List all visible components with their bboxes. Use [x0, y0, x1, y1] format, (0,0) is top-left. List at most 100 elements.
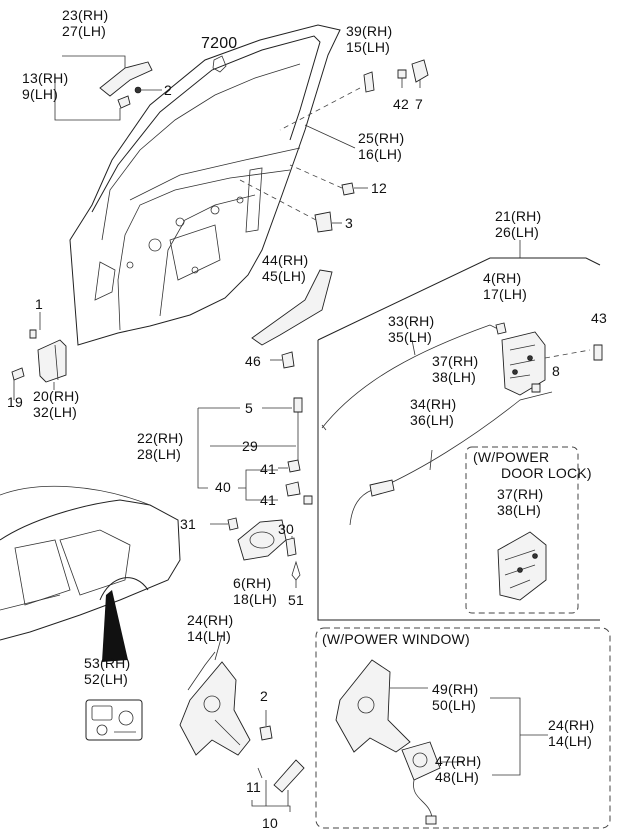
- callout-53: 53(RH): [84, 655, 131, 671]
- manual-regulator: [179, 651, 251, 756]
- callout-5: 5: [245, 400, 253, 416]
- callout-27: 27(LH): [62, 23, 106, 39]
- clip-40: [303, 495, 313, 505]
- callout-34: 34(RH): [410, 396, 457, 412]
- callout-6: 6(RH): [233, 575, 272, 591]
- cable-36: [369, 479, 395, 497]
- callout-19: 19: [7, 394, 23, 410]
- window-motor: [401, 741, 441, 825]
- callout-25: 25(RH): [358, 130, 405, 146]
- callout-45: 45(LH): [262, 268, 306, 284]
- callout-9: 9(LH): [22, 86, 59, 102]
- callout-51: 51: [288, 592, 304, 608]
- callout-12: 12: [371, 180, 387, 196]
- callout-2b: 2: [260, 688, 268, 704]
- power-door-lock-line1: (W/POWER: [473, 449, 550, 465]
- clip-8: [531, 383, 541, 393]
- callout-18: 18(LH): [233, 591, 277, 607]
- bracket-44: [251, 269, 333, 346]
- pointer-to-door: [102, 590, 128, 662]
- callout-group-39-15: 39(RH) 15(LH): [346, 23, 392, 55]
- clip-41a: [287, 459, 301, 473]
- callout-group-4-17: 4(RH) 17(LH): [483, 270, 527, 302]
- callout-group-37-38-b: 37(RH) 38(LH): [497, 486, 543, 518]
- clip-3: [314, 211, 333, 233]
- callout-group-24-14-a: 24(RH) 14(LH): [187, 612, 233, 644]
- clip-41b: [285, 481, 301, 497]
- outside-handle: [99, 61, 153, 109]
- callout-41a: 41: [260, 461, 276, 477]
- callout-46: 46: [245, 353, 261, 369]
- latch-actuator: [501, 331, 546, 396]
- callout-28: 28(LH): [137, 446, 181, 462]
- screw-42: [397, 69, 407, 79]
- callout-14b: 14(LH): [548, 733, 592, 749]
- lock-rod-clip: [363, 71, 375, 93]
- screw-30: [285, 537, 297, 557]
- callout-36: 36(LH): [410, 412, 454, 428]
- callout-17: 17(LH): [483, 286, 527, 302]
- callout-40: 40: [215, 479, 231, 495]
- callout-group-47-48: 47(RH) 48(LH): [435, 753, 481, 785]
- callout-group-33-35: 33(RH) 35(LH): [388, 313, 434, 345]
- callout-38a: 38(LH): [432, 369, 476, 385]
- door-shell: [69, 24, 341, 346]
- callout-20: 20(RH): [33, 388, 80, 404]
- callout-15: 15(LH): [346, 39, 390, 55]
- cylinder-7: [411, 59, 429, 83]
- callout-22: 22(RH): [137, 430, 184, 446]
- clip-31: [227, 517, 239, 531]
- callout-33: 33(RH): [388, 313, 435, 329]
- callout-37b: 37(RH): [497, 486, 544, 502]
- power-window-title: (W/POWER WINDOW): [322, 631, 470, 647]
- callout-14a: 14(LH): [187, 628, 231, 644]
- callout-47: 47(RH): [435, 753, 482, 769]
- callout-1: 1: [35, 296, 43, 312]
- callout-26: 26(LH): [495, 224, 539, 240]
- callout-21: 21(RH): [495, 208, 542, 224]
- callout-4: 4(RH): [483, 270, 522, 286]
- callout-group-23-27: 23(RH) 27(LH): [62, 7, 108, 39]
- callout-group-24-14-b: 24(RH) 14(LH): [548, 717, 594, 749]
- callout-52: 52(LH): [84, 671, 128, 687]
- callout-group-6-18: 6(RH) 18(LH): [233, 575, 277, 607]
- callout-24b: 24(RH): [548, 717, 595, 733]
- callout-group-44-45: 44(RH) 45(LH): [262, 252, 308, 284]
- callout-3: 3: [345, 215, 353, 231]
- callout-7200: 7200: [201, 35, 238, 52]
- power-door-lock-line2: DOOR LOCK): [501, 465, 592, 481]
- clip-12: [341, 182, 355, 196]
- callout-group-34-36: 34(RH) 36(LH): [410, 396, 456, 428]
- callout-49: 49(RH): [432, 681, 479, 697]
- callout-8: 8: [552, 363, 560, 379]
- callout-16: 16(LH): [358, 146, 402, 162]
- callout-38b: 38(LH): [497, 502, 541, 518]
- callout-11: 11: [246, 779, 261, 795]
- callout-2a: 2: [164, 82, 172, 98]
- callout-10: 10: [262, 815, 278, 831]
- power-door-lock-title: (W/POWER DOOR LOCK): [473, 449, 592, 481]
- hinge: [11, 329, 67, 383]
- callout-13: 13(RH): [22, 70, 69, 86]
- callout-43: 43: [591, 310, 607, 326]
- tag-7200-marker: [212, 55, 227, 73]
- callout-24a: 24(RH): [187, 612, 234, 628]
- callout-group-21-26: 21(RH) 26(LH): [495, 208, 541, 240]
- screw-46: [281, 351, 295, 369]
- callout-30: 30: [278, 521, 294, 537]
- callout-48: 48(LH): [435, 769, 479, 785]
- callout-group-53-52: 53(RH) 52(LH): [84, 655, 130, 687]
- callout-41b: 41: [260, 492, 276, 508]
- callout-42: 42: [393, 96, 409, 112]
- clip-4: [495, 322, 507, 335]
- callout-32: 32(LH): [33, 404, 77, 420]
- callout-group-20-32: 20(RH) 32(LH): [33, 388, 79, 420]
- callout-29: 29: [242, 438, 258, 454]
- callout-50: 50(LH): [432, 697, 476, 713]
- clip-2b: [259, 725, 273, 741]
- car-outline: [0, 485, 181, 641]
- screw-43: [593, 344, 603, 361]
- label-plate: [85, 699, 143, 741]
